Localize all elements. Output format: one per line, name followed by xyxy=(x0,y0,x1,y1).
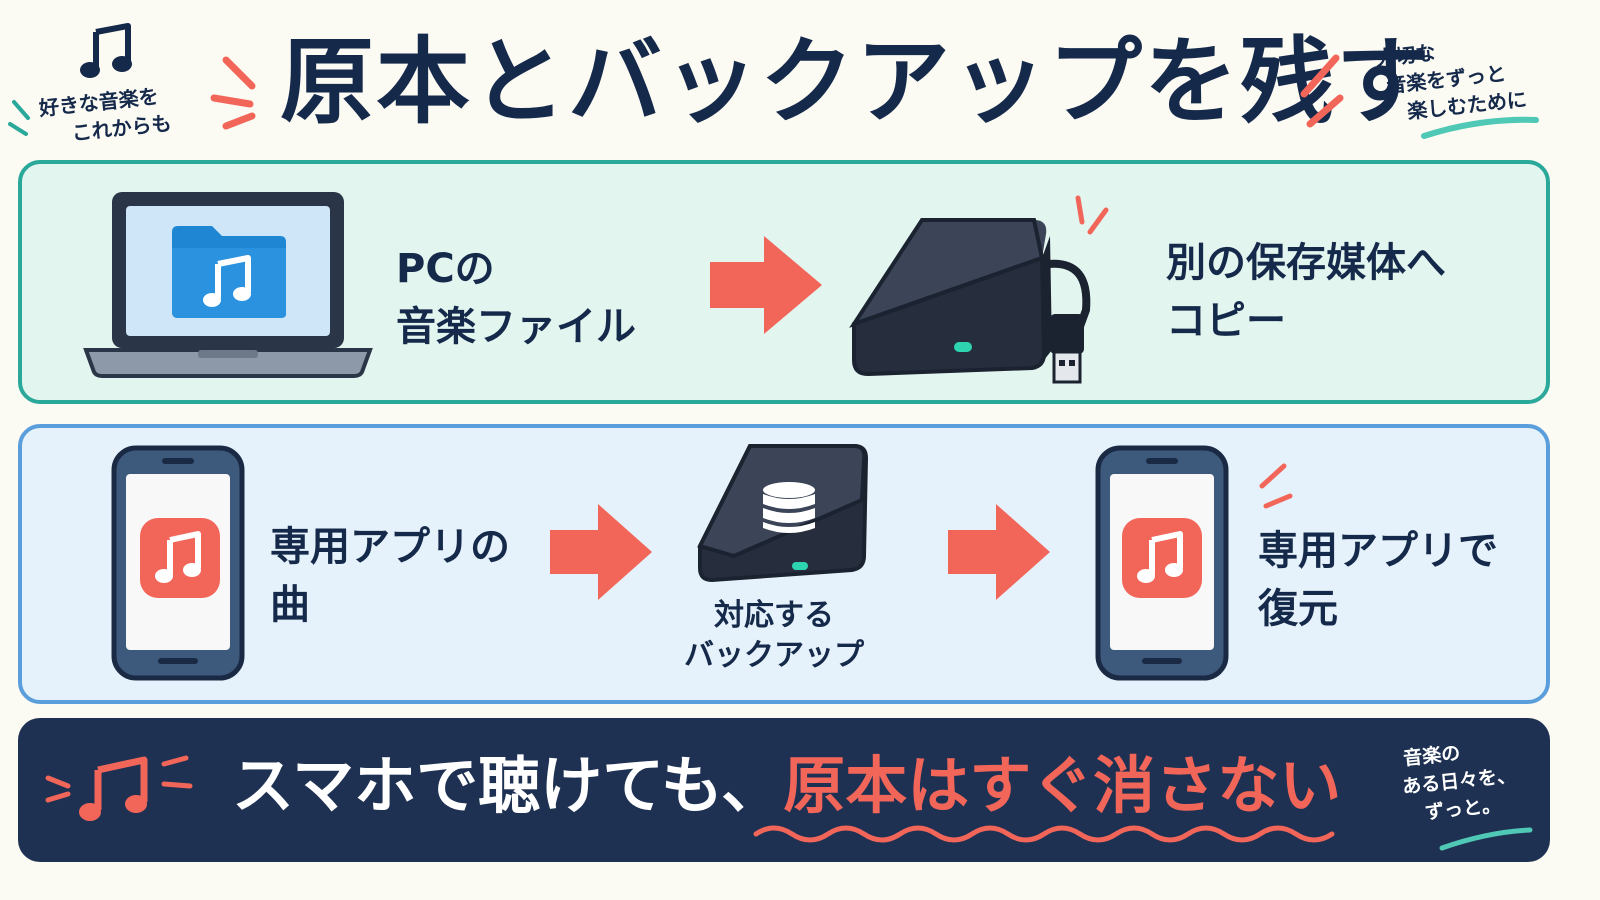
music-note-icon xyxy=(80,23,132,78)
accent-lines-icon xyxy=(210,56,256,130)
banner-message-red: 原本はすぐ消さない xyxy=(783,749,1342,822)
music-note-icon xyxy=(45,755,193,821)
external-drive-icon xyxy=(849,218,1091,377)
usb-plug-icon xyxy=(1050,314,1084,384)
accent-lines-icon xyxy=(1421,116,1539,139)
step-1-target-label: 別の保存媒体へ コピー xyxy=(1166,240,1446,344)
bottom-banner xyxy=(18,718,1550,862)
arrow-right-icon xyxy=(710,236,822,334)
music-app-icon xyxy=(140,518,220,598)
page-title: 原本とバックアップを残す xyxy=(280,28,1433,137)
accent-lines-icon xyxy=(1300,54,1344,128)
accent-lines-icon xyxy=(1439,827,1533,851)
step-2-target-label: 専用アプリで 復元 xyxy=(1258,528,1498,632)
arrow-right-icon xyxy=(948,504,1050,600)
accent-lines-icon xyxy=(8,100,30,136)
folder-music-icon xyxy=(172,226,286,318)
banner-message-white: スマホで聴けても、 xyxy=(232,749,784,822)
banner-note: 音楽の ある日々を、 ずっと。 xyxy=(1401,742,1517,825)
accent-lines-icon xyxy=(1259,463,1293,509)
database-icon xyxy=(763,482,815,533)
accent-lines-icon xyxy=(1075,195,1109,235)
step-1-source-label: PCの 音楽ファイル xyxy=(396,246,636,350)
music-app-icon xyxy=(1122,518,1202,598)
step-2-source-label: 専用アプリの 曲 xyxy=(270,524,510,628)
wavy-underline xyxy=(753,825,1335,843)
arrow-right-icon xyxy=(550,504,652,600)
banner-message: スマホで聴けても、原本はすぐ消さない xyxy=(232,736,1372,836)
step-2-middle-label: 対応する バックアップ xyxy=(684,598,864,673)
